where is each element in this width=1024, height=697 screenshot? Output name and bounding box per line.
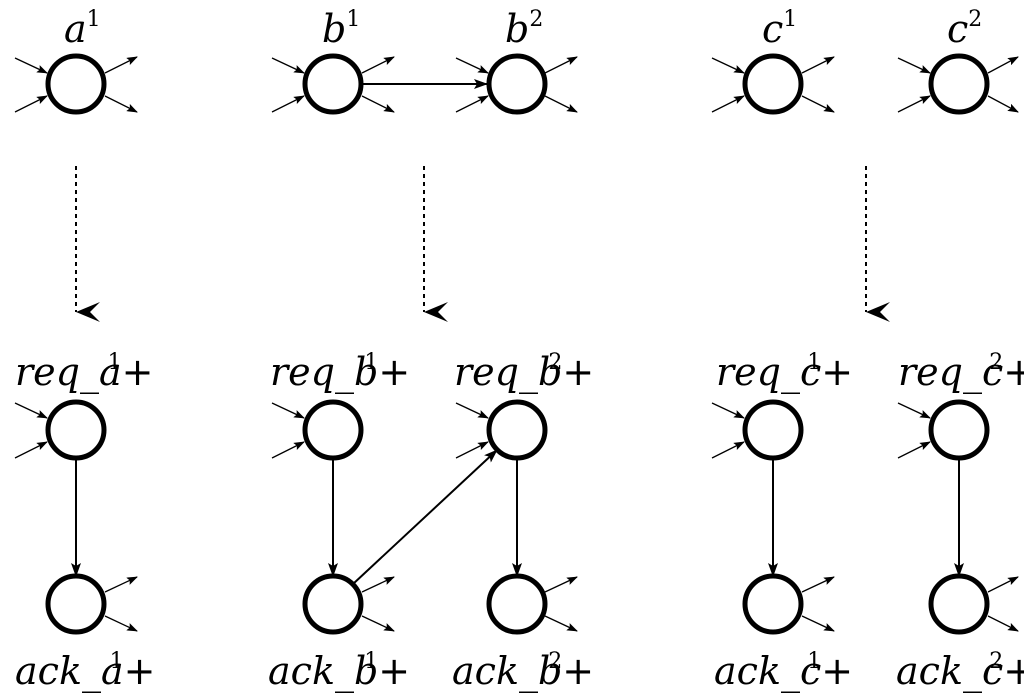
label-superscript: 2 [529,7,543,32]
node-ack-c1: ack_c1+ [714,573,853,694]
event-circle [486,573,548,635]
label-base: ack_b [452,649,562,694]
label-base: req_b [270,350,378,395]
event-label: req_a1+ [15,350,153,395]
event-label: req_b1+ [270,350,410,395]
label-superscript: 2 [968,7,982,32]
label-superscript: 2 [989,350,1003,375]
event-circle [928,53,990,115]
node-c1: c1 [711,7,835,115]
label-base: a [64,7,87,51]
event-circle [742,399,804,461]
label-suffix: + [1003,350,1024,394]
label-suffix: + [1003,649,1024,693]
label-base: ack_c [896,649,1003,694]
label-base: req_b [454,350,562,395]
label-suffix: + [821,649,853,693]
node-ack-a1: ack_a1+ [15,573,155,694]
label-superscript: 2 [548,350,562,375]
label-superscript: 1 [807,649,821,674]
node-ack-c2: ack_c2+ [896,573,1024,694]
event-circle [45,573,107,635]
event-label: ack_b1+ [268,649,410,694]
arrow-ack-b1-to-req-b2 [352,449,498,585]
label-suffix: + [821,350,853,394]
event-circle [302,53,364,115]
node-ack-b1: ack_b1+ [268,573,410,694]
event-circle [486,53,548,115]
label-base: ack_b [268,649,378,694]
node-b1: b1 [271,7,395,115]
label-suffix: + [562,350,594,394]
event-circle [45,399,107,461]
label-superscript: 1 [346,7,360,32]
node-req-c1: req_c1+ [711,350,853,461]
event-circle [486,399,548,461]
node-b2: b2 [455,7,578,115]
label-base: c [947,7,968,51]
event-label: ack_c1+ [714,649,853,694]
label-suffix: + [124,649,156,693]
event-label: req_c2+ [898,350,1024,395]
label-suffix: + [562,649,594,693]
event-label: ack_c2+ [896,649,1024,694]
label-base: b [322,7,346,51]
label-superscript: 2 [548,649,562,674]
label-suffix: + [122,350,154,394]
label-superscript: 1 [364,649,378,674]
event-circle [302,399,364,461]
event-label: req_c1+ [716,350,853,395]
label-superscript: 1 [108,350,122,375]
event-circle [45,53,107,115]
event-circle [742,53,804,115]
event-circle [742,573,804,635]
event-label: b1 [322,7,360,51]
node-c2: c2 [897,7,1019,115]
event-circle [928,573,990,635]
event-label: ack_b2+ [452,649,594,694]
event-circle [302,573,364,635]
event-label: ack_a1+ [15,649,155,694]
label-base: c [762,7,783,51]
label-base: ack_c [714,649,821,694]
node-req-a1: req_a1+ [14,350,153,461]
label-superscript: 2 [989,649,1003,674]
node-req-b1: req_b1+ [270,350,410,461]
event-label: a1 [64,7,101,51]
event-label: c1 [762,7,797,51]
event-label: c2 [947,7,982,51]
node-req-c2: req_c2+ [897,350,1024,461]
node-req-b2: req_b2+ [454,350,594,461]
event-label: b2 [505,7,543,51]
label-base: b [505,7,529,51]
label-superscript: 1 [783,7,797,32]
label-superscript: 1 [364,350,378,375]
label-superscript: 1 [807,350,821,375]
label-base: req_a [15,350,122,395]
node-ack-b2: ack_b2+ [452,573,594,694]
label-base: req_c [716,350,821,395]
event-circle [928,399,990,461]
label-superscript: 1 [87,7,101,32]
label-suffix: + [378,649,410,693]
label-suffix: + [378,350,410,394]
label-base: ack_a [15,649,124,694]
node-a1: a1 [14,7,138,115]
event-label: req_b2+ [454,350,594,395]
label-base: req_c [898,350,1003,395]
label-superscript: 1 [110,649,124,674]
